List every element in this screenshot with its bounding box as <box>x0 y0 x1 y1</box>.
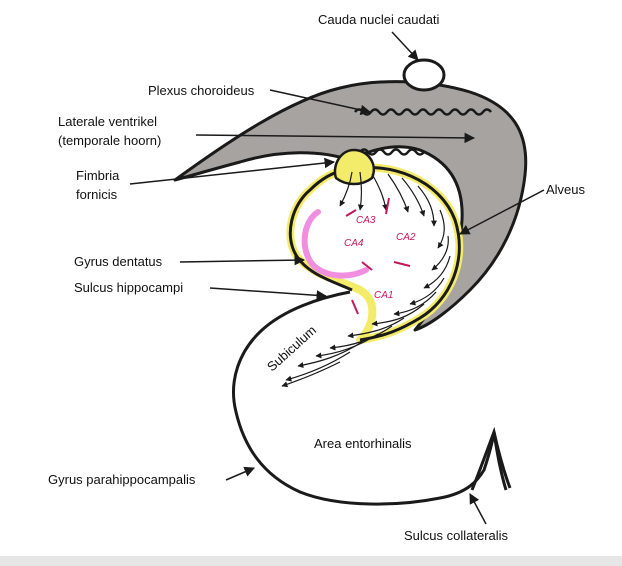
plexus-choroideus-shape <box>354 108 492 116</box>
ca1-label: CA1 <box>374 290 393 301</box>
ventrikel-label-line1: Laterale ventrikel <box>58 114 157 129</box>
cauda-nucleus-shape <box>402 58 446 92</box>
alveus-arrow <box>459 189 545 235</box>
sulcus-collateralis-shape <box>470 426 512 491</box>
sulcus-collateralis-arrow <box>469 493 487 525</box>
gyrus-parahippocampalis-label: Gyrus parahippocampalis <box>48 472 196 487</box>
plexus-choroideus-shape-2 <box>359 148 425 156</box>
alveus-label: Alveus <box>546 182 586 197</box>
hippocampus-outline <box>344 165 461 342</box>
sulcus-collateralis-label: Sulcus collateralis <box>404 528 509 543</box>
pyramidal-arrows <box>281 171 451 388</box>
ca3-label: CA3 <box>356 215 376 226</box>
ca-boundaries <box>345 197 411 315</box>
parahippocampal-outline <box>232 290 508 506</box>
cauda-label: Cauda nuclei caudati <box>318 12 440 27</box>
ventrikel-label-line2: (temporale hoorn) <box>58 133 161 148</box>
fimbria-arrow <box>129 157 336 185</box>
bottom-bar <box>0 556 622 566</box>
ca2-label: CA2 <box>396 232 416 243</box>
lateral-ventricle-shape <box>173 80 528 332</box>
fimbria-label-line2: fornicis <box>76 187 118 202</box>
hippocampus-inner-outline <box>288 168 353 292</box>
area-entorhinalis-label: Area entorhinalis <box>314 436 412 451</box>
ca4-label: CA4 <box>344 238 364 249</box>
fimbria-fornicis-shape <box>333 148 375 186</box>
sulcus-hippocampi-arrow <box>209 287 328 301</box>
sulcus-hippocampi-label: Sulcus hippocampi <box>74 280 183 295</box>
plexus-label: Plexus choroideus <box>148 83 255 98</box>
gyrus-dentatus-shape <box>301 209 369 279</box>
ventrikel-arrow <box>195 132 476 144</box>
fimbria-label-line1: Fimbria <box>76 168 120 183</box>
gyrus-dentatus-arrow <box>179 254 306 266</box>
gyrus-parahippocampalis-arrow <box>225 466 255 481</box>
plexus-arrow <box>269 89 372 116</box>
cauda-arrow <box>391 31 419 61</box>
subiculum-label: Subiculum <box>264 322 319 374</box>
gyrus-dentatus-label: Gyrus dentatus <box>74 254 163 269</box>
